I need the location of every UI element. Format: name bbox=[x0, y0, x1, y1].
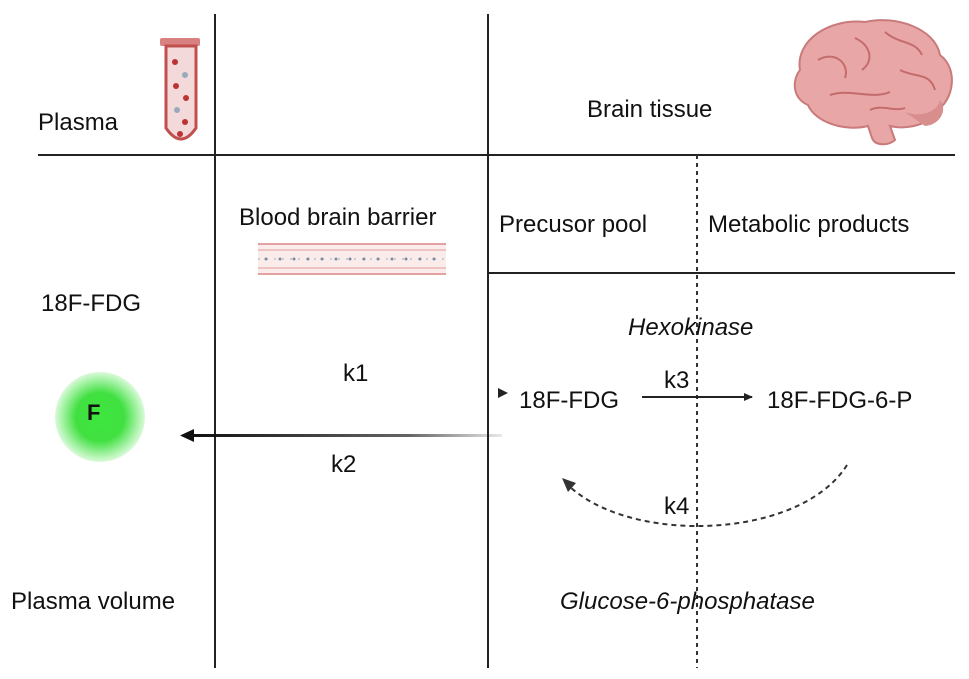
k2-arrow bbox=[192, 434, 502, 437]
fdg-precursor-label: 18F-FDG bbox=[519, 387, 620, 414]
k4-arrow bbox=[567, 464, 848, 527]
plasma-label: Plasma bbox=[38, 109, 119, 136]
fdg-plasma-label: 18F-FDG bbox=[41, 290, 142, 317]
hexokinase-label: Hexokinase bbox=[628, 314, 754, 341]
metabolic-products-label: Metabolic products bbox=[708, 211, 910, 238]
membrane-icon bbox=[258, 243, 446, 275]
brain-tissue-label: Brain tissue bbox=[587, 96, 713, 123]
brain-icon bbox=[793, 19, 953, 146]
k4-label: k4 bbox=[664, 493, 690, 520]
k3-label: k3 bbox=[664, 367, 690, 394]
k2-label: k2 bbox=[331, 451, 357, 478]
plasma-volume-label: Plasma volume bbox=[11, 588, 176, 615]
k1-label: k1 bbox=[343, 360, 369, 387]
g6pase-label: Glucose-6-phosphatase bbox=[560, 588, 815, 615]
fdg-molecule-symbol: F bbox=[87, 400, 101, 425]
blood-tube-icon bbox=[160, 38, 200, 141]
precursor-pool-label: Precusor pool bbox=[499, 211, 648, 238]
fdg6p-label: 18F-FDG-6-P bbox=[767, 387, 913, 414]
bbb-label: Blood brain barrier bbox=[239, 204, 437, 231]
fdg-molecule-icon bbox=[55, 372, 145, 462]
